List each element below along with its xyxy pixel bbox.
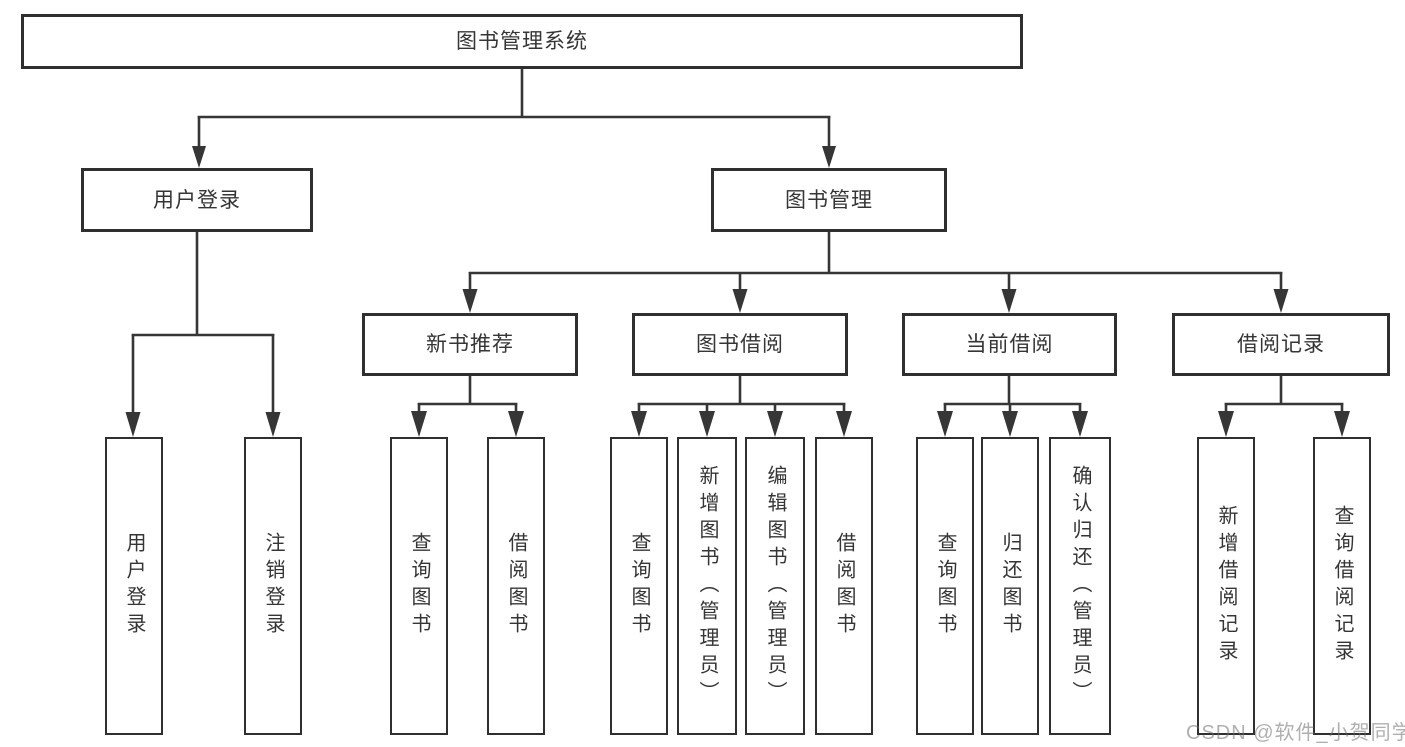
leaf-add-books-admin: 新增图书（管理员） [677, 437, 737, 735]
leaf-confirm-return-admin: 确认归还（管理员） [1049, 437, 1111, 735]
node-label: 借阅图书 [833, 532, 855, 640]
node-library-management-system: 图书管理系统 [21, 14, 1023, 69]
node-label: 新增图书（管理员） [696, 464, 718, 708]
node-label: 注销登录 [262, 532, 284, 640]
node-current-borrowing: 当前借阅 [902, 313, 1117, 376]
node-label: 图书借阅 [696, 333, 784, 356]
node-label: 查询图书 [408, 532, 430, 640]
leaf-query-books-current: 查询图书 [916, 437, 974, 735]
leaf-query-borrow-record: 查询借阅记录 [1313, 437, 1371, 735]
node-book-borrowing: 图书借阅 [632, 313, 848, 376]
node-label: 编辑图书（管理员） [764, 464, 786, 708]
leaf-edit-books-admin: 编辑图书（管理员） [745, 437, 805, 735]
node-borrow-records: 借阅记录 [1172, 313, 1390, 376]
node-new-book-recommend: 新书推荐 [362, 313, 578, 376]
leaf-user-login: 用户登录 [105, 437, 163, 735]
leaf-query-books-recommend: 查询图书 [390, 437, 448, 735]
node-book-management: 图书管理 [711, 168, 947, 232]
node-label: 新书推荐 [426, 333, 514, 356]
node-label: 确认归还（管理员） [1069, 464, 1091, 708]
leaf-borrow-books-recommend: 借阅图书 [487, 437, 545, 735]
node-label: 用户登录 [153, 188, 241, 212]
node-label: 借阅图书 [505, 532, 527, 640]
leaf-logout: 注销登录 [244, 437, 302, 735]
node-label: 新增借阅记录 [1215, 505, 1237, 667]
node-label: 查询图书 [934, 532, 956, 640]
tree-connectors [125, 69, 1350, 437]
node-label: 当前借阅 [965, 333, 1054, 356]
node-label: 查询借阅记录 [1331, 505, 1353, 667]
node-label: 图书管理 [785, 188, 873, 212]
node-label: 归还图书 [999, 532, 1021, 640]
leaf-borrow-books-borrowing: 借阅图书 [815, 437, 873, 735]
leaf-query-books-borrowing: 查询图书 [610, 437, 668, 735]
leaf-add-borrow-record: 新增借阅记录 [1197, 437, 1255, 735]
node-label: 用户登录 [123, 532, 145, 640]
node-label: 查询图书 [628, 532, 650, 640]
node-label: 图书管理系统 [456, 30, 588, 53]
node-label: 借阅记录 [1237, 333, 1325, 356]
leaf-return-books: 归还图书 [981, 437, 1039, 735]
node-user-login-branch: 用户登录 [81, 168, 313, 232]
